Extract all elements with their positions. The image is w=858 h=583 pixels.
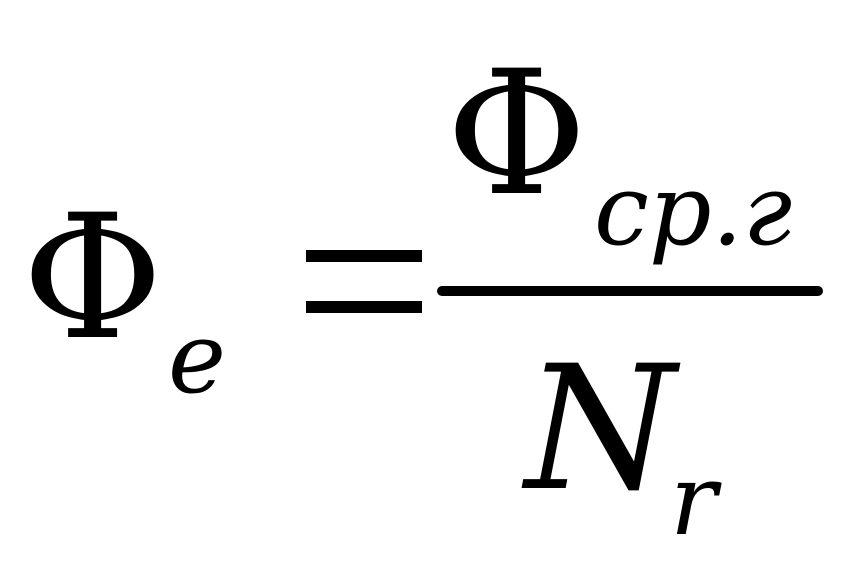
equals-bottom-bar	[306, 301, 422, 313]
numerator-subscript: ср.г	[594, 154, 793, 268]
lhs-subscript-e: e	[168, 302, 226, 416]
denominator-n-symbol: N	[525, 328, 676, 529]
denominator-subscript-r: r	[670, 444, 717, 558]
fraction-bar	[437, 286, 823, 296]
lhs-phi-symbol: Φ	[22, 177, 164, 378]
numerator-phi-symbol: Φ	[446, 33, 588, 234]
equals-top-bar	[306, 250, 422, 262]
